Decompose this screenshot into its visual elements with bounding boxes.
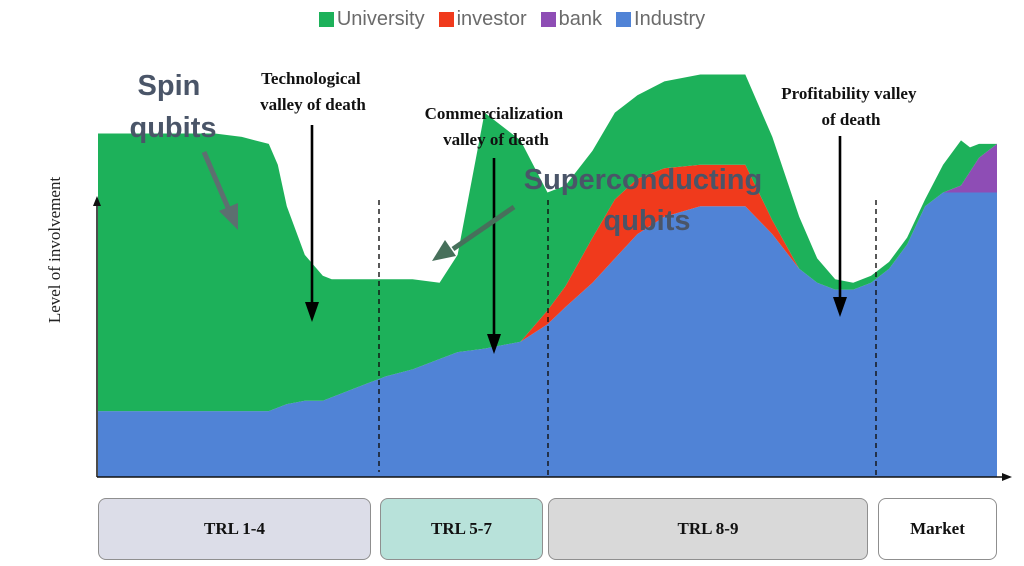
technological-label: Technological valley of death [260, 69, 366, 114]
legend-swatch-industry [616, 11, 632, 27]
phase-trl-8-9: TRL 8-9 [548, 498, 868, 560]
spin-qubits-line1: Spin [138, 70, 201, 102]
legend-swatch-university [318, 11, 334, 27]
phase-label-market: Market [910, 519, 965, 538]
y-axis-arrow [93, 196, 101, 206]
spin-qubits-label: Spin qubits [130, 70, 217, 144]
legend-item-investor: investor [438, 7, 527, 31]
commercialization-label-line1: Commercialization [425, 104, 564, 123]
commercialization-arrowhead [487, 334, 501, 354]
x-axis-arrow [1002, 473, 1012, 481]
y-axis-label: Level of involvement [45, 177, 64, 324]
legend-label-investor: investor [456, 7, 527, 30]
spin-qubits-arrow [201, 151, 232, 211]
legend-label-bank: bank [558, 7, 603, 30]
legend-label-industry: Industry [634, 7, 706, 30]
area-industry [98, 192, 997, 477]
profitability-arrowhead [833, 297, 847, 317]
technological-arrowhead [305, 302, 319, 322]
legend-swatch-investor [438, 11, 454, 27]
phase-market: Market [878, 498, 997, 560]
technological-label-line1: Technological [261, 69, 361, 88]
phase-trl-1-4: TRL 1-4 [98, 498, 371, 560]
area-layers [98, 74, 997, 477]
phase-label-trl-8-9: TRL 8-9 [677, 519, 739, 538]
profitability-label-line2: of death [821, 110, 881, 129]
legend-swatch-bank [540, 11, 556, 27]
commercialization-label-line2: valley of death [443, 130, 549, 149]
area-university [98, 74, 997, 412]
superconducting-qubits-arrowhead [432, 240, 456, 261]
legend-item-university: University [318, 7, 425, 31]
technological-label-line2: valley of death [260, 95, 366, 114]
superconducting-qubits-line1: Superconducting [524, 164, 762, 196]
commercialization-label: Commercialization valley of death [425, 104, 568, 149]
legend: University investor bank Industry [0, 4, 1024, 34]
area-investor [98, 164, 997, 412]
profitability-label: Profitability valley of death [781, 84, 920, 129]
phase-label-trl-1-4: TRL 1-4 [204, 519, 265, 538]
legend-item-bank: bank [540, 7, 603, 31]
spin-qubits-line2: qubits [130, 112, 217, 144]
superconducting-qubits-label: Superconducting qubits [524, 164, 771, 237]
legend-item-industry: Industry [616, 8, 705, 31]
phase-label-trl-5-7: TRL 5-7 [431, 519, 492, 538]
superconducting-qubits-arrow [451, 204, 516, 252]
legend-label-university: University [336, 7, 425, 30]
phase-trl-5-7: TRL 5-7 [380, 498, 543, 560]
profitability-label-line1: Profitability valley [781, 84, 917, 103]
spin-qubits-arrowhead [219, 203, 238, 230]
superconducting-qubits-line2: qubits [604, 205, 691, 237]
